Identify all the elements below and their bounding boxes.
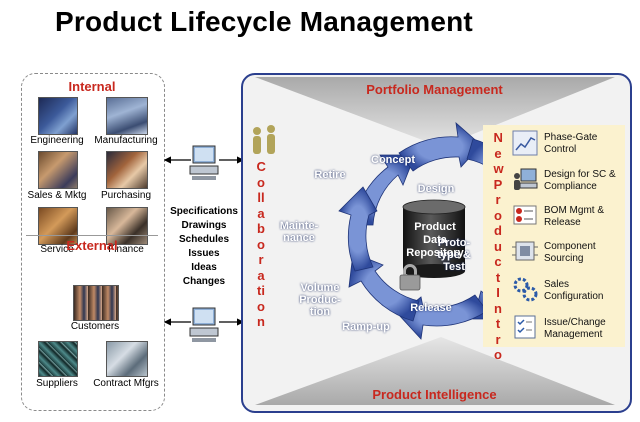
service-photo — [38, 207, 78, 245]
engineering-photo — [38, 97, 78, 135]
new-product-intro-text: New Product Intro — [493, 130, 504, 362]
computer-user-icon — [512, 166, 538, 197]
product-intelligence-label: Product Intelligence — [372, 387, 497, 402]
new-product-intro-label: New Product Intro — [490, 130, 506, 363]
intro-items-list: Phase-Gate Control Design for SC & Compl… — [512, 128, 626, 346]
stage-rampup: Ramp-up — [342, 321, 390, 333]
checklist-icon — [512, 314, 538, 345]
computer-icon-top — [163, 145, 245, 180]
people-icon — [253, 125, 275, 154]
intelligence-funnel — [255, 337, 615, 405]
exchange-item: Changes — [182, 276, 226, 287]
computer-icon-bottom — [163, 307, 245, 342]
stage-prototype: Proto-type & Test — [437, 237, 471, 273]
suppliers-label: Suppliers — [36, 378, 78, 389]
intro-item-label: Design for SC & Compliance — [544, 169, 616, 192]
internal-heading: Internal — [68, 79, 116, 94]
component-icon — [512, 238, 538, 269]
intro-item-label: Sales Configuration — [544, 279, 604, 302]
service-label: Service — [40, 244, 74, 255]
collaboration-label: Collaboration — [253, 159, 269, 330]
repository-cylinder — [402, 199, 466, 278]
stage-release: Release — [410, 302, 452, 314]
exchange-item: Drawings — [181, 220, 227, 231]
stage-volume: Volume Produc-tion — [299, 282, 341, 318]
collaboration-text: Collaboration — [256, 159, 266, 329]
stage-maintenance: Mainte-nance — [279, 220, 319, 244]
portfolio-management-label: Portfolio Management — [366, 82, 503, 97]
chart-icon — [512, 130, 538, 161]
external-heading: External — [66, 238, 118, 253]
finance-photo — [106, 207, 148, 245]
exchange-item: Schedules — [178, 234, 230, 245]
bom-icon — [512, 202, 538, 233]
sales-photo — [38, 151, 78, 189]
contract-mfgrs-label: Contract Mfgrs — [93, 378, 159, 389]
stage-design: Design — [417, 183, 455, 195]
sales-label: Sales & Mktg — [27, 190, 87, 201]
purchasing-label: Purchasing — [100, 190, 152, 201]
stage-retire: Retire — [314, 169, 346, 181]
section-divider — [26, 235, 158, 236]
page-title: Product Lifecycle Management — [55, 6, 473, 37]
purchasing-photo — [106, 151, 148, 189]
finance-label: Finance — [108, 244, 144, 255]
portfolio-funnel — [255, 77, 615, 147]
new-product-intro-panel — [483, 125, 625, 347]
customers-photo — [73, 285, 119, 321]
contract-mfgrs-photo — [106, 341, 148, 377]
intro-item-label: Component Sourcing — [544, 241, 596, 264]
intro-item-label: Phase-Gate Control — [544, 132, 598, 155]
suppliers-photo — [38, 341, 78, 377]
manufacturing-label: Manufacturing — [94, 135, 158, 146]
intro-item-label: BOM Mgmt & Release — [544, 205, 605, 228]
repository-label: Product Data Repository — [406, 221, 464, 259]
exchange-list: Specifications Drawings Schedules Issues… — [163, 205, 245, 289]
exchange-item: Specifications — [170, 206, 238, 217]
exchange-item: Issues — [188, 248, 220, 259]
gears-icon — [512, 276, 538, 307]
intro-item-label: Issue/Change Management — [544, 317, 606, 340]
customers-label: Customers — [70, 321, 120, 332]
stage-concept: Concept — [371, 154, 415, 166]
exchange-item: Ideas — [191, 262, 217, 273]
lock-icon — [399, 264, 421, 291]
engineering-label: Engineering — [30, 135, 84, 146]
manufacturing-photo — [106, 97, 148, 135]
